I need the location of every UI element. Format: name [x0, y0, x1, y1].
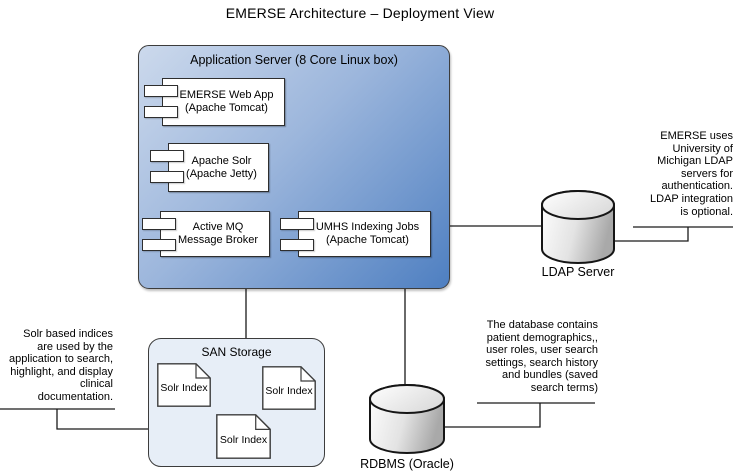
component-port-icon: [150, 150, 184, 162]
component-port-icon: [142, 239, 176, 251]
document-icon: [216, 414, 271, 459]
solr-index-document: Solr Index: [216, 414, 271, 459]
component-umhs-indexing-jobs: UMHS Indexing Jobs (Apache Tomcat): [280, 211, 431, 257]
component-apache-solr: Apache Solr (Apache Jetty): [150, 143, 269, 192]
component-port-icon: [144, 106, 178, 118]
component-label: EMERSE Web App (Apache Tomcat): [179, 89, 274, 114]
application-server-title: Application Server (8 Core Linux box): [190, 53, 398, 67]
ldap-server-label: LDAP Server: [541, 265, 615, 279]
document-label: Solr Index: [219, 433, 268, 446]
component-port-icon: [142, 218, 176, 230]
san-storage-title: SAN Storage: [201, 345, 272, 359]
solr-index-document: Solr Index: [157, 363, 211, 407]
component-label: Apache Solr (Apache Jetty): [186, 154, 257, 180]
callout-db-note-drop: [444, 403, 541, 428]
ldap-server-cylinder-icon: [541, 190, 615, 264]
connectors: [0, 225, 733, 430]
document-icon: [262, 366, 316, 410]
component-emerse-web-app: EMERSE Web App (Apache Tomcat): [144, 78, 285, 126]
document-icon: [157, 363, 211, 407]
document-label: Solr Index: [265, 385, 313, 397]
component-port-icon: [150, 171, 184, 183]
rdbms-label: RDBMS (Oracle): [360, 457, 454, 471]
callout-ldap-note-drop: [614, 227, 689, 242]
component-port-icon: [280, 239, 314, 251]
callout-solr-note-drop: [56, 409, 148, 430]
component-label: Active MQ Message Broker: [177, 221, 259, 246]
document-label: Solr Index: [160, 382, 208, 394]
rdbms-cylinder-icon: [369, 384, 445, 454]
solr-index-document: Solr Index: [262, 366, 316, 410]
component-port-icon: [280, 218, 314, 230]
diagram-title: EMERSE Architecture – Deployment View: [225, 5, 495, 21]
component-port-icon: [144, 85, 178, 97]
component-active-mq: Active MQ Message Broker: [142, 211, 270, 257]
component-label: UMHS Indexing Jobs (Apache Tomcat): [315, 221, 420, 246]
